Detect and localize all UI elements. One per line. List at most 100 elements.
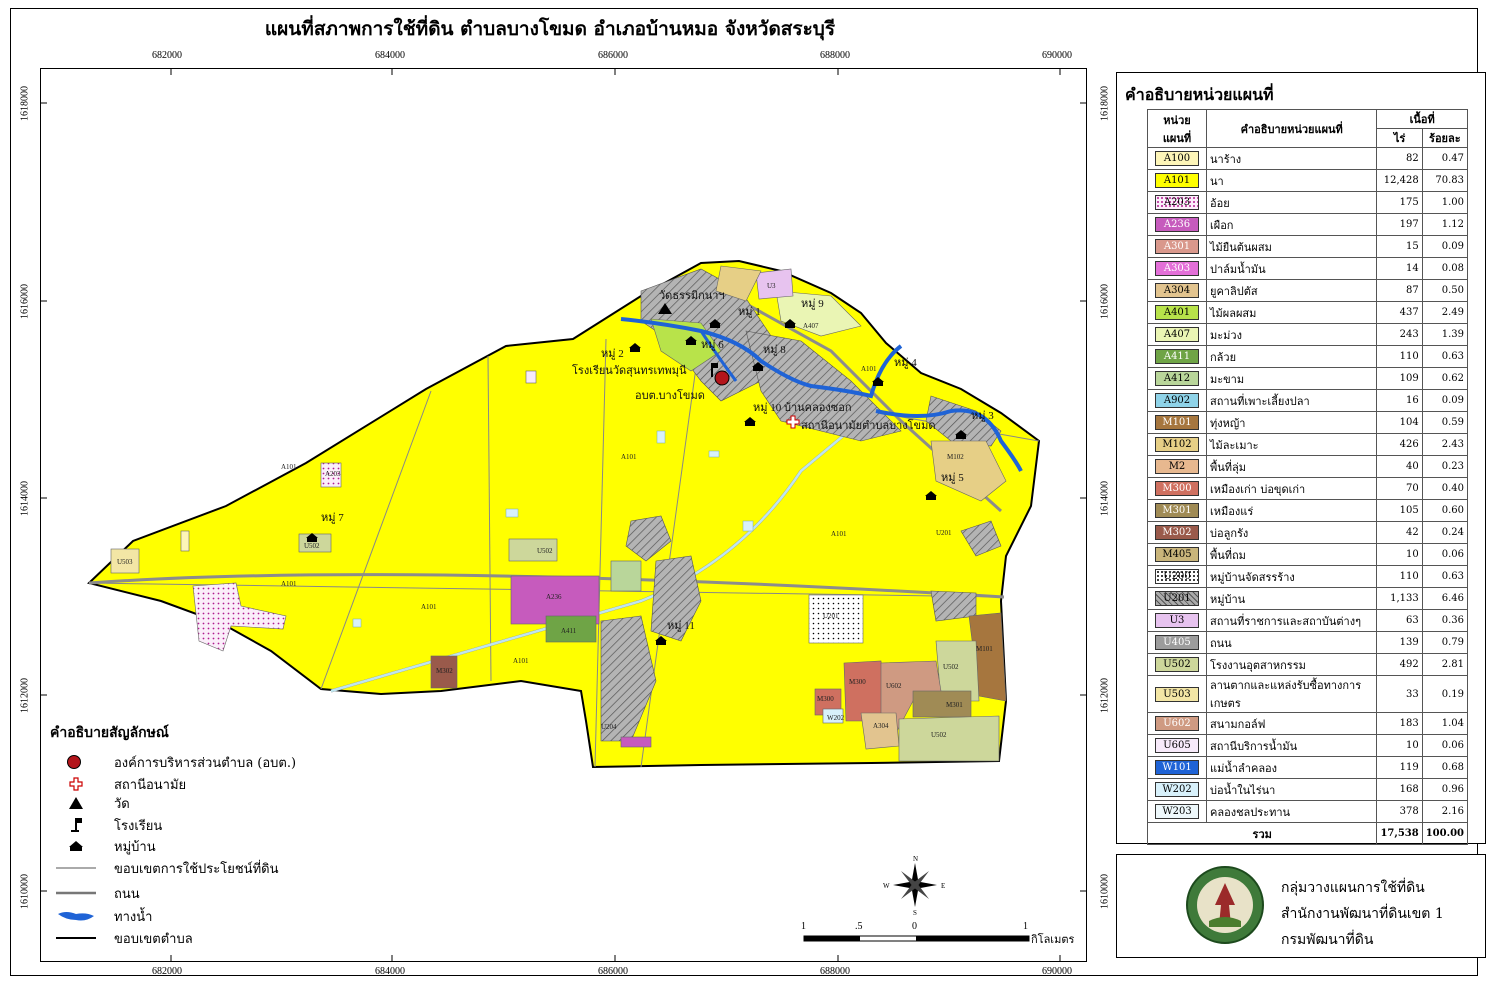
- subdistrict-boundary-icon: [56, 937, 96, 939]
- parcel-m102b: [715, 265, 762, 302]
- legend-pct: 0.59: [1421, 411, 1469, 434]
- legend-desc: เหมืองแร่: [1205, 499, 1378, 522]
- x-tick-top: 690000: [1042, 50, 1072, 61]
- legend-rai: 15: [1376, 235, 1423, 258]
- label-moo10: หมู่ 10 บ้านคลองซอก: [753, 402, 852, 414]
- label-temple: วัดธรรมิกนาฯ: [659, 290, 725, 302]
- legend-pct: 0.62: [1421, 367, 1469, 390]
- legend-desc: กล้วย: [1205, 345, 1378, 368]
- legend-rai: 10: [1376, 543, 1423, 566]
- x-tick-bottom: 688000: [820, 966, 850, 977]
- scale-label: 1: [1023, 921, 1028, 932]
- label-moo11: หมู่ 11: [667, 620, 695, 632]
- legend-rai: 40: [1376, 455, 1423, 478]
- x-tick-bottom: 690000: [1042, 966, 1072, 977]
- legend-rai: 14: [1376, 257, 1423, 280]
- legend-swatch: A101: [1155, 173, 1199, 188]
- legend-pct: 2.81: [1421, 653, 1469, 676]
- landuse-boundary-icon: [56, 867, 96, 869]
- agency-line2: สำนักงานพัฒนาที่ดินเขต 1: [1281, 906, 1444, 922]
- parcel-m301: [912, 690, 972, 718]
- label-m300: M300: [849, 678, 866, 686]
- label-a101: A101: [281, 580, 297, 588]
- y-tick-right: 1610000: [1099, 874, 1111, 909]
- legend-desc: ปาล์มน้ำมัน: [1205, 257, 1378, 280]
- legend-swatch: M301: [1155, 503, 1199, 518]
- agency-line3: กรมพัฒนาที่ดิน: [1281, 932, 1374, 948]
- y-tick-left: 1616000: [19, 284, 31, 319]
- legend-desc: สถานีบริการน้ำมัน: [1205, 734, 1378, 757]
- label-a101: A101: [831, 530, 847, 538]
- legend-desc: มะม่วง: [1205, 323, 1378, 346]
- map-unit-legend: คำอธิบายหน่วยแผนที่ หน่วยแผนที่ คำอธิบาย…: [1116, 72, 1486, 845]
- grid-ticks: [41, 69, 1086, 961]
- legend-pct: 2.16: [1421, 800, 1469, 823]
- legend-rai: 183: [1376, 712, 1423, 735]
- parcel-a411: [545, 615, 597, 643]
- label-u502: U502: [931, 731, 947, 739]
- label-health: สถานีอนามัยตำบลบางโขมด: [801, 418, 935, 432]
- sao-marker: [714, 370, 730, 386]
- legend-pct: 0.50: [1421, 279, 1469, 302]
- legend-desc: บ่อลูกรัง: [1205, 521, 1378, 544]
- legend-rai: 12,428: [1376, 169, 1423, 192]
- scale-label: 1: [801, 921, 806, 932]
- y-tick-right: 1614000: [1099, 481, 1111, 516]
- label-m301: M301: [946, 701, 963, 709]
- legend-rai: 437: [1376, 301, 1423, 324]
- legend-pct: 0.24: [1421, 521, 1469, 544]
- sao-icon: [67, 755, 81, 769]
- label-school: โรงเรียนวัดสุนทรเทพมุนี: [572, 363, 687, 377]
- legend-pct: 0.08: [1421, 257, 1469, 280]
- label-a236: A236: [546, 593, 562, 601]
- parcel-a412: [610, 560, 642, 592]
- label-a203: A203: [325, 470, 341, 478]
- legend-desc: ลานตากและแหล่งรับซื้อทางการเกษตร: [1205, 675, 1378, 713]
- parcel-u200: [808, 594, 864, 644]
- y-tick-right: 1618000: [1099, 86, 1111, 121]
- parcel-u201-road: [620, 736, 652, 748]
- legend-pct: 0.40: [1421, 477, 1469, 500]
- parcel-u503: [110, 548, 140, 574]
- parcel-a203: [192, 582, 287, 652]
- north-e: E: [941, 882, 945, 890]
- scale-label: 0: [912, 921, 917, 932]
- ldd-logo-icon: [1186, 866, 1264, 944]
- legend-pct: 0.96: [1421, 778, 1469, 801]
- legend-rai: 63: [1376, 609, 1423, 632]
- legend-pct: 0.60: [1421, 499, 1469, 522]
- legend-pct: 70.83: [1421, 169, 1469, 192]
- legend-swatch: M101: [1155, 415, 1199, 430]
- label-u201: U201: [936, 529, 952, 537]
- label-u201: U201: [823, 612, 839, 620]
- label-a101: A101: [861, 365, 877, 373]
- label-a304: A304: [873, 722, 889, 730]
- legend-rai: 104: [1376, 411, 1423, 434]
- legend-rai: 139: [1376, 631, 1423, 654]
- legend-swatch: W203: [1155, 804, 1199, 819]
- parcel-u502d: [898, 715, 1000, 762]
- legend-rai: 110: [1376, 565, 1423, 588]
- legend-desc: คลองชลประทาน: [1205, 800, 1378, 823]
- map-canvas[interactable]: A101 A101 A101 A101 A101 A101 A101 A236 …: [40, 68, 1087, 962]
- health-cross-icon: [69, 777, 83, 791]
- legend-swatch: U502: [1155, 657, 1199, 672]
- legend-desc: สถานที่เพาะเลี้ยงปลา: [1205, 389, 1378, 412]
- legend-desc: สถานที่ราชการและสถาบันต่างๆ: [1205, 609, 1378, 632]
- legend-desc: พื้นที่ลุ่ม: [1205, 455, 1378, 478]
- road-line-icon: [56, 891, 96, 895]
- village-house-icon: [69, 841, 83, 851]
- legend-rai: 70: [1376, 477, 1423, 500]
- legend-pct: 0.36: [1421, 609, 1469, 632]
- head-pct: ร้อยละ: [1421, 128, 1469, 148]
- legend-rai: 42: [1376, 521, 1423, 544]
- north-s: S: [913, 909, 917, 917]
- legend-swatch: M302: [1155, 525, 1199, 540]
- legend-swatch: A902: [1155, 393, 1199, 408]
- legend-swatch: U3: [1155, 613, 1199, 628]
